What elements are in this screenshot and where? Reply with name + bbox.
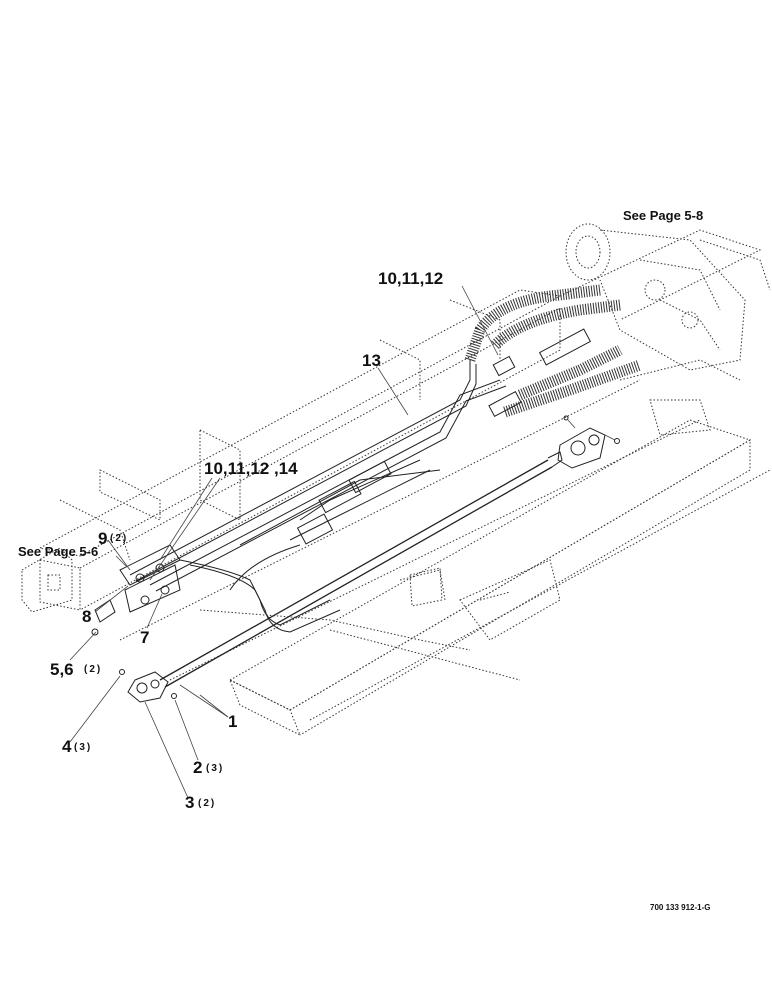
callout-1: 1 <box>228 712 237 731</box>
callout-4: 4 <box>62 737 72 756</box>
callout-5-6-qty: (2) <box>84 664 102 675</box>
callout-3: 3 <box>185 793 194 812</box>
callout-8: 8 <box>82 607 91 626</box>
callout-4-qty: (3) <box>74 742 92 753</box>
gearbox-assembly <box>565 223 771 371</box>
callout-2-qty: (3) <box>206 763 224 774</box>
callout-5-6: 5,6 <box>50 660 74 679</box>
callout-13: 13 <box>362 351 381 370</box>
left-fittings-cluster <box>91 544 181 636</box>
machine-frame <box>21 229 771 737</box>
drive-shaft <box>119 415 620 703</box>
callout-10-11-12: 10,11,12 <box>378 269 443 288</box>
see-page-5-6-label: See Page 5-6 <box>18 544 98 559</box>
callout-9-qty: (2) <box>110 533 128 544</box>
callout-9: 9 <box>98 529 107 548</box>
hydraulic-hoses <box>464 284 642 418</box>
callout-3-qty: (2) <box>198 798 216 809</box>
callout-10-11-12-14: 10,11,12 ,14 <box>204 459 298 478</box>
leader-lines <box>69 285 499 799</box>
callout-2: 2 <box>193 758 202 777</box>
see-page-5-8-label: See Page 5-8 <box>623 208 703 223</box>
hydraulic-tubes <box>129 328 592 633</box>
figure-number: 700 133 912-1-G <box>650 903 711 912</box>
callout-7: 7 <box>140 628 149 647</box>
